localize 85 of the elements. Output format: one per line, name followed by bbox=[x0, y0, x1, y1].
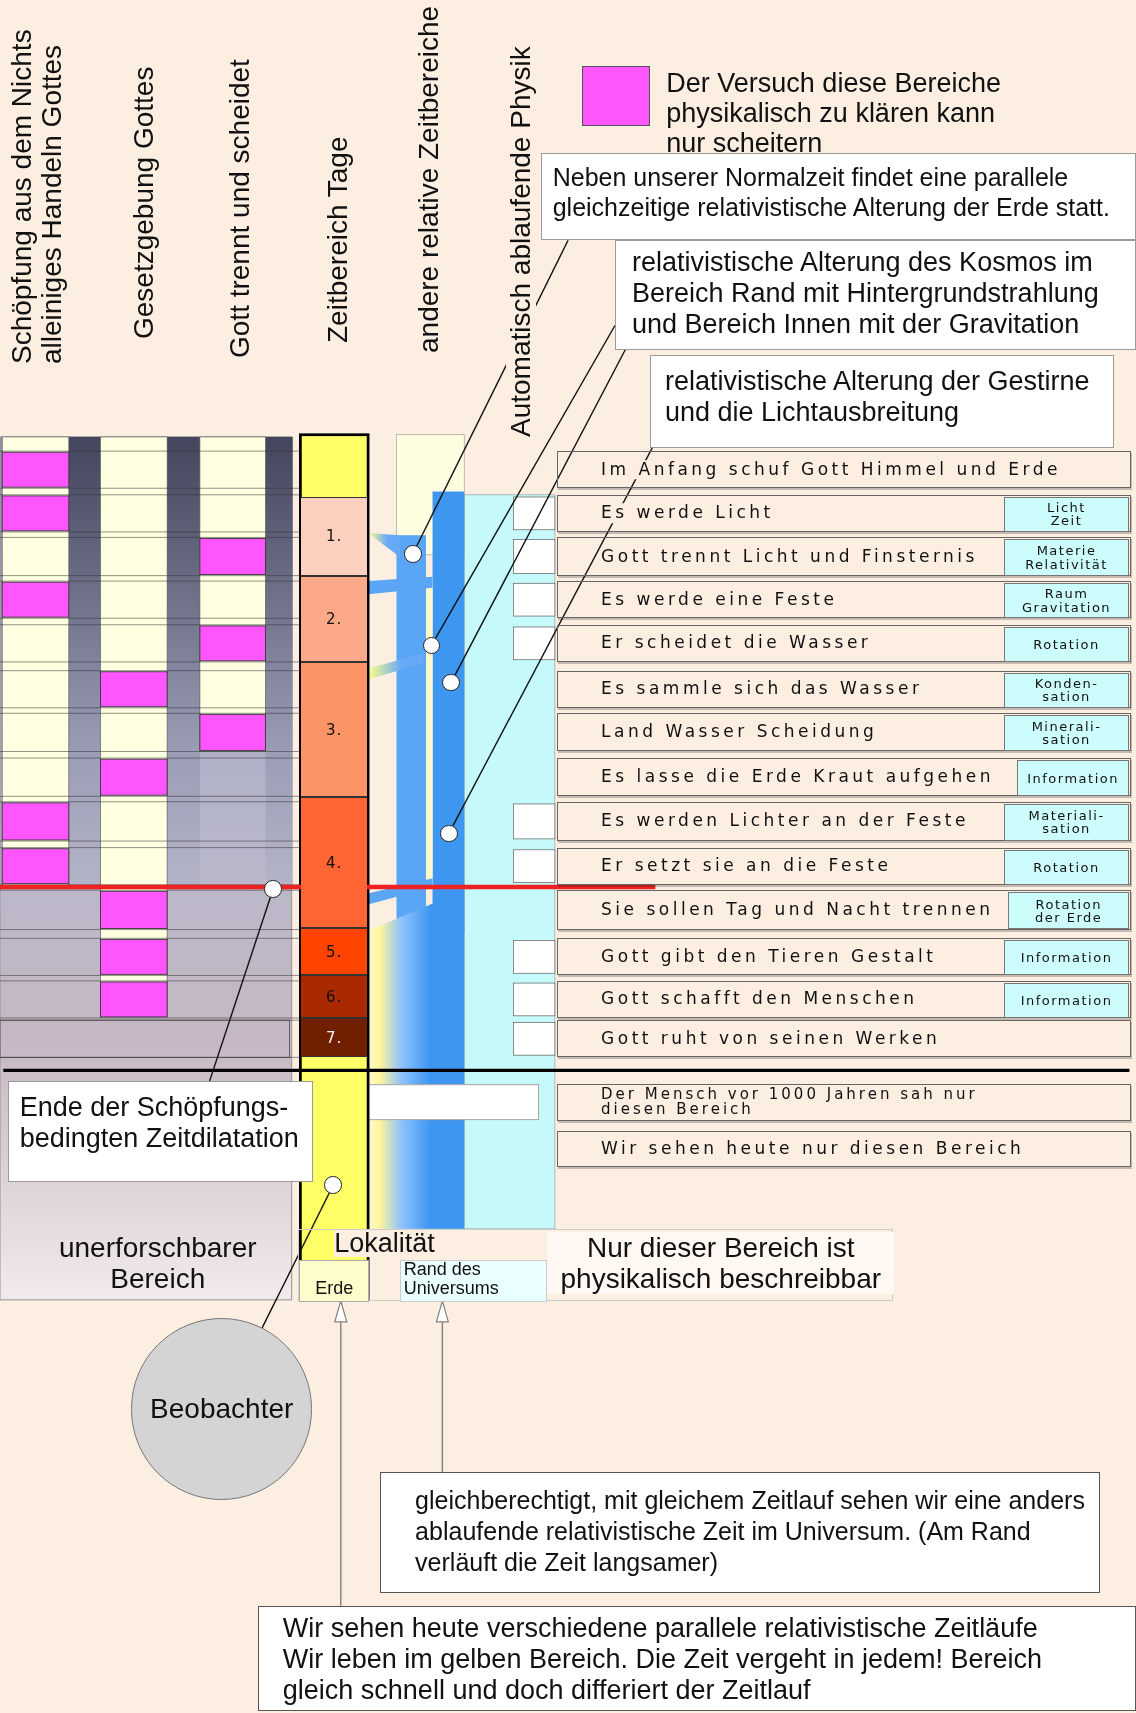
cell-text: Information bbox=[1020, 993, 1113, 1008]
callout-box bbox=[540, 152, 1136, 241]
location-box bbox=[299, 1260, 370, 1302]
location-box bbox=[399, 1260, 548, 1302]
legend-text: Der Versuch diese Bereiche physikalisch zu klären kann nur scheitern bbox=[666, 67, 1002, 158]
callout-text: Ende der Schöpfungs- bedingten Zeitdilatation bbox=[19, 1092, 300, 1155]
band-note: Nur dieser Bereich ist physikalisch beschreibbar bbox=[547, 1231, 895, 1294]
callout-box bbox=[7, 1081, 314, 1182]
term-cell bbox=[1003, 496, 1130, 532]
cell-text: Information bbox=[1027, 771, 1119, 785]
row-box bbox=[557, 670, 1131, 708]
note-text: Wir sehen heute verschiedene parallele relativistische Zeitläufe Wir leben im gelben Bereich. Die Zeit vergeht in jedem! Bereich gleich schnell und doch differiert der Zeitlauf bbox=[282, 1612, 1044, 1706]
term-cell bbox=[1003, 539, 1130, 576]
cell-text: Minerali- sation bbox=[1031, 720, 1102, 747]
cell-text: Rotation bbox=[1033, 637, 1100, 651]
term-cell bbox=[1003, 583, 1130, 619]
day-cell bbox=[301, 797, 367, 929]
row-box bbox=[557, 537, 1131, 576]
day-number: 6. bbox=[326, 987, 343, 1006]
day-number: 2. bbox=[326, 609, 343, 628]
row-box bbox=[557, 980, 1131, 1018]
row-text: Der Mensch vor 1000 Jahren sah nur diesen Bereich bbox=[601, 1086, 979, 1118]
term-cell bbox=[1003, 626, 1130, 662]
band-title: Lokalität bbox=[334, 1229, 435, 1257]
callout-box bbox=[614, 240, 1136, 350]
term-cell bbox=[1003, 715, 1130, 752]
row-box bbox=[557, 847, 1131, 885]
leader-line bbox=[454, 348, 627, 676]
cell-text: Raum Gravitation bbox=[1021, 587, 1112, 614]
day-cell bbox=[301, 575, 367, 662]
arrow bbox=[435, 1300, 449, 1474]
circle-label: Beobachter bbox=[150, 1393, 294, 1426]
location-label: Rand des Universums bbox=[403, 1260, 500, 1298]
row-box bbox=[557, 890, 1131, 930]
day-cell bbox=[301, 497, 367, 576]
locality-band bbox=[298, 1228, 894, 1301]
cell-text: Information bbox=[1020, 951, 1113, 965]
cell-text: Rotation bbox=[1033, 860, 1100, 874]
day-number: 4. bbox=[326, 853, 343, 872]
note-box bbox=[257, 1605, 1136, 1711]
term-cell bbox=[1008, 892, 1130, 930]
cell-text: Materiali- sation bbox=[1028, 809, 1105, 836]
cell-text: Konden- sation bbox=[1034, 676, 1099, 704]
area-label: unerforschbarer Bereich bbox=[57, 1232, 258, 1295]
row-box bbox=[557, 758, 1131, 797]
cell-text: Rotation der Erde bbox=[1034, 897, 1104, 925]
row-box bbox=[557, 451, 1131, 489]
day-cell bbox=[301, 1018, 367, 1058]
row-box bbox=[557, 801, 1131, 842]
note-text: gleichberechtigt, mit gleichem Zeitlauf sehen wir eine anders ablaufende relativistische Zeit im Universum. (Am Rand verläuft die Zeit langsamer) bbox=[415, 1485, 1086, 1579]
day-cell bbox=[301, 975, 367, 1018]
day-number: 1. bbox=[326, 527, 343, 546]
term-cell bbox=[1016, 760, 1130, 797]
row-box bbox=[557, 938, 1131, 976]
row-box bbox=[557, 1020, 1131, 1058]
callout-text: relativistische Alterung des Kosmos im Bereich Rand mit Hintergrundstrahlung und Bereich Innen mit der Gravitation bbox=[631, 247, 1100, 341]
row-box bbox=[557, 1083, 1131, 1121]
term-cell bbox=[1003, 672, 1130, 708]
day-number: 3. bbox=[326, 720, 343, 739]
row-box bbox=[557, 713, 1131, 752]
day-cell bbox=[301, 661, 367, 798]
leader-line bbox=[208, 896, 272, 1083]
cell-text: Materie Relativität bbox=[1025, 544, 1108, 571]
leader-line bbox=[435, 324, 616, 639]
note-box bbox=[380, 1472, 1100, 1593]
row-box bbox=[557, 581, 1131, 619]
arrow bbox=[334, 1300, 348, 1607]
row-box bbox=[557, 1130, 1131, 1167]
day-number: 5. bbox=[326, 942, 343, 961]
day-number: 7. bbox=[326, 1028, 343, 1047]
cell-text: Licht Zeit bbox=[1047, 501, 1086, 528]
leader-line bbox=[452, 447, 653, 827]
term-cell bbox=[1003, 803, 1130, 841]
row-box bbox=[557, 624, 1131, 662]
callout-text: relativistische Alterung der Gestirne und die Lichtausbreitung bbox=[664, 366, 1091, 428]
term-cell bbox=[1003, 940, 1130, 976]
callout-box bbox=[649, 355, 1115, 448]
leader-line bbox=[261, 1192, 330, 1329]
callout-text: Neben unserer Normalzeit findet eine parallele gleichzeitige relativistische Alterung der Erde statt. bbox=[552, 161, 1111, 222]
location-label: Erde bbox=[315, 1279, 354, 1298]
term-cell bbox=[1003, 982, 1130, 1018]
day-cell bbox=[301, 928, 367, 976]
term-cell bbox=[1003, 849, 1130, 885]
column-header: Automatisch ablaufende Physik bbox=[505, 46, 536, 437]
row-box bbox=[557, 494, 1131, 532]
